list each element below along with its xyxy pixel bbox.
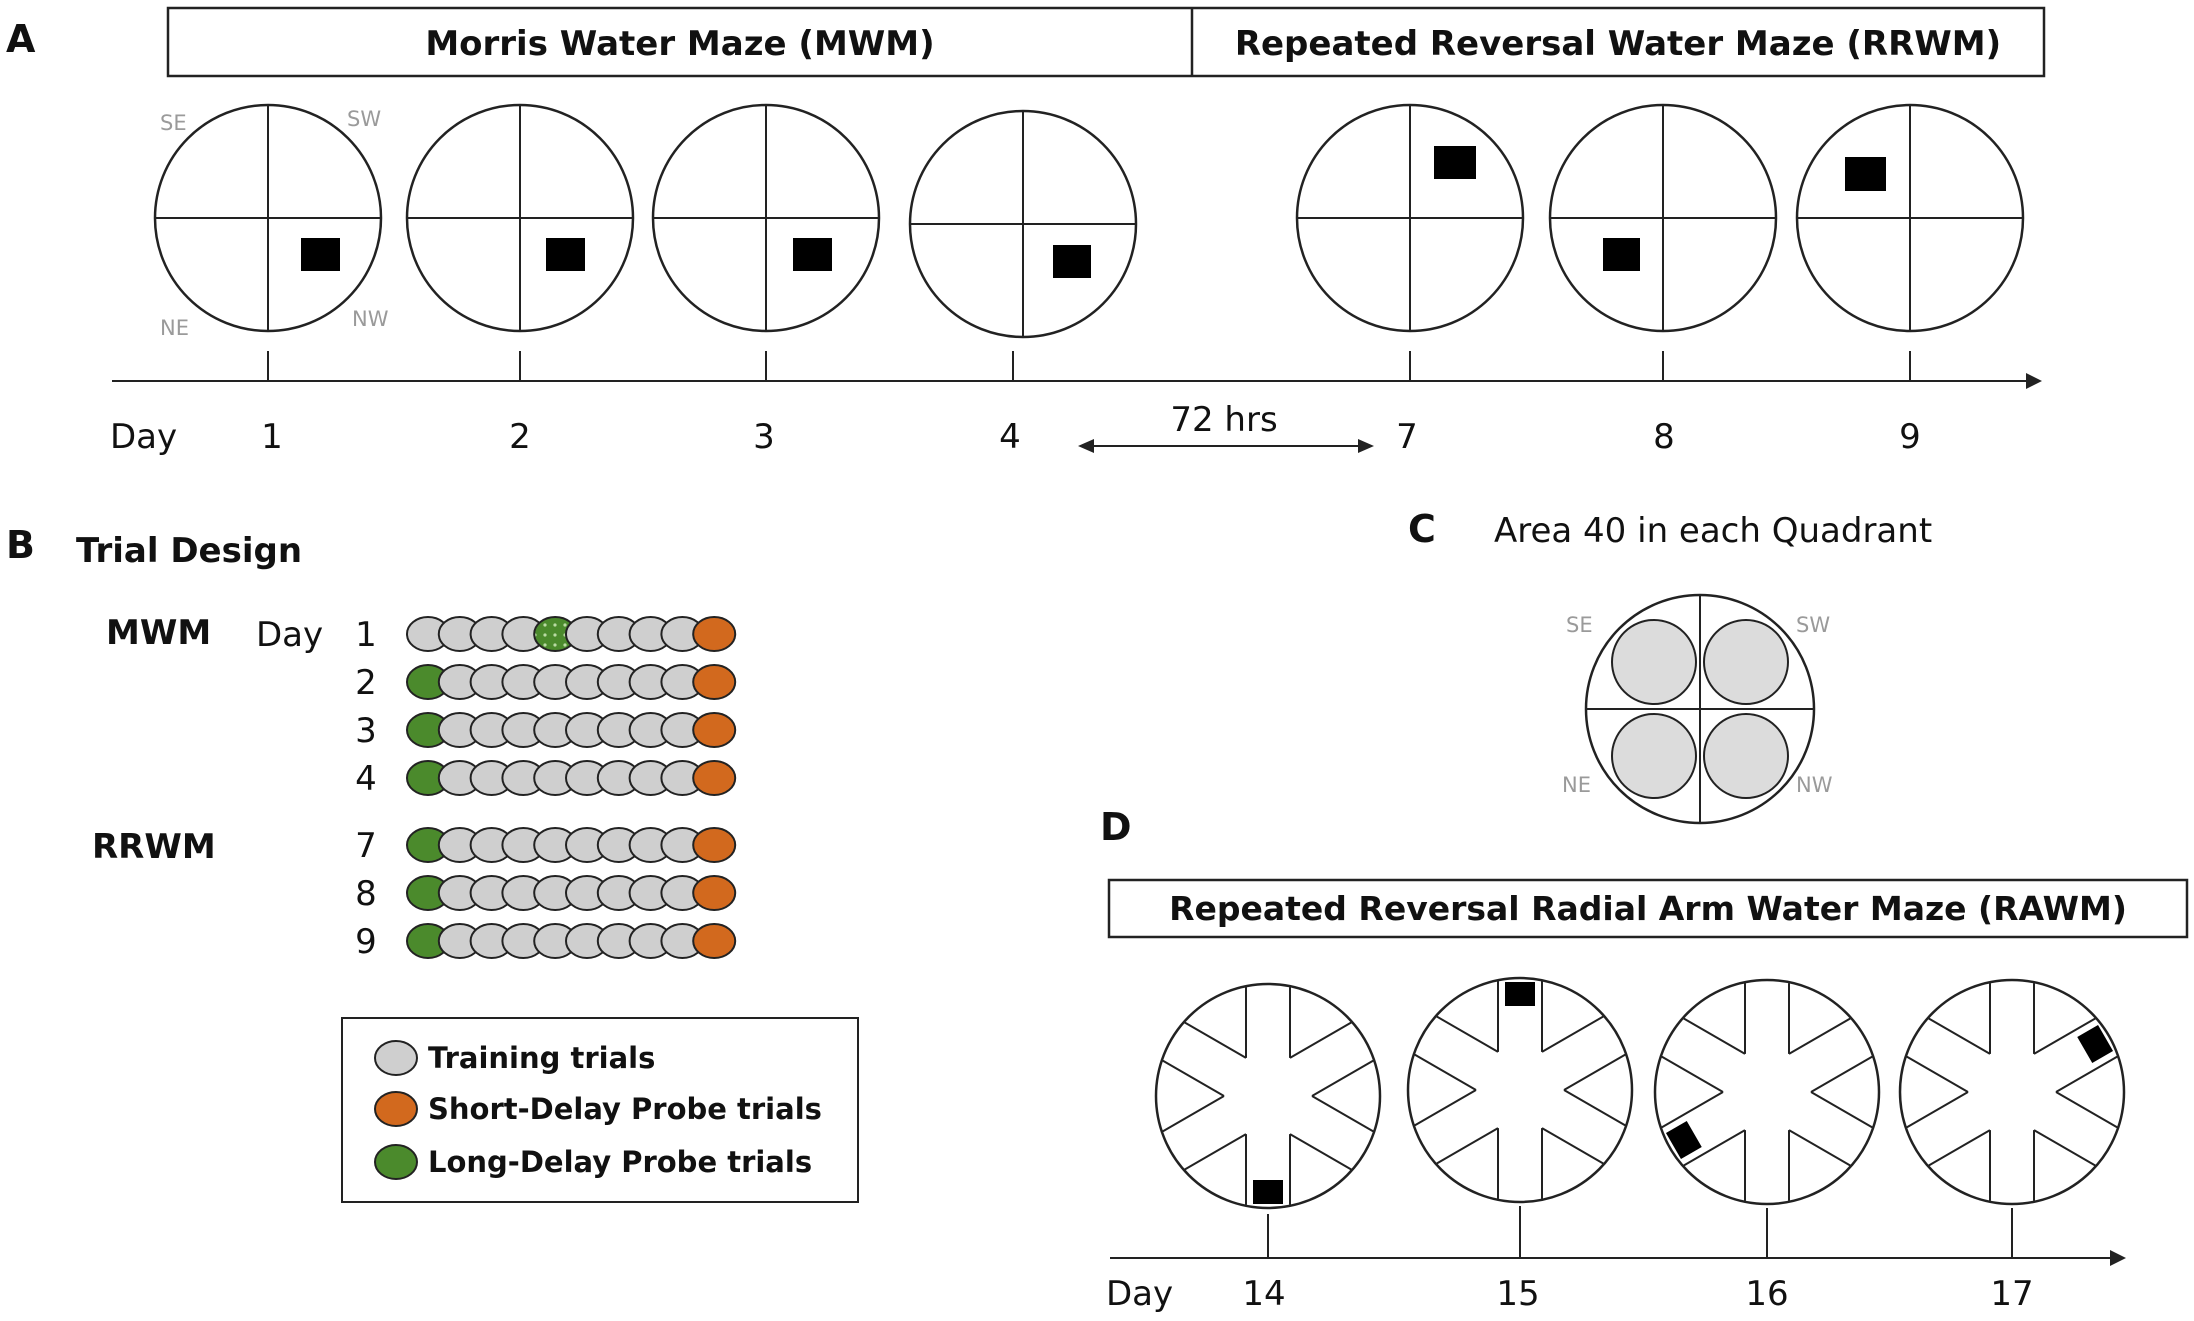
day-tick-label: 15 [1496,1274,1539,1314]
trial-row [406,616,737,652]
trial-day-label: 9 [355,922,377,962]
compass-nw-label: NW [1796,773,1833,797]
radial-arm-pool [1154,982,1382,1210]
compass-ne-label: NE [1562,773,1591,797]
platform [2077,1025,2114,1063]
trial-row [406,923,737,959]
radial-arm-pool [1406,976,1634,1204]
short-delay-probe-trial [692,712,737,748]
legend-long-label: Long-Delay Probe trials [428,1145,812,1179]
trial-day-label: 8 [355,874,377,914]
legend-swatch-training [374,1040,418,1076]
mwm-row-label: MWM [106,613,211,653]
pool-day-3 [651,103,881,333]
rrwm-row-label: RRWM [92,827,216,867]
trial-day-label: 2 [355,663,377,703]
day-tick-label: 9 [1899,417,1921,457]
pool-day-1 [153,103,383,333]
day-tick-label: 17 [1990,1274,2033,1314]
day-tick-label: 2 [509,417,531,457]
short-delay-probe-trial [692,760,737,796]
trial-row [406,760,737,796]
day-tick-label: 8 [1653,417,1675,457]
pool-day-9 [1795,103,2025,333]
area-40-zone [1611,713,1697,799]
compass-sw-label: SW [347,107,381,131]
header-box [166,6,2046,78]
day-tick-label: 3 [753,417,775,457]
platform [301,238,340,271]
pool-day-7 [1295,103,1525,333]
pool-day-8 [1548,103,1778,333]
trial-rows [406,616,737,959]
timeline-a [112,351,2042,389]
area-40-zone [1703,713,1789,799]
day-word-label: Day [256,615,323,655]
legend-swatch-short [374,1091,418,1127]
trial-design-title: Trial Design [76,531,302,571]
panel-b-letter: B [6,523,35,567]
panel-c-letter: C [1408,507,1436,551]
legend-box [341,1017,859,1203]
rawm-header-box [1107,878,2189,939]
day-tick-label: 4 [999,417,1021,457]
radial-arm-pool [1898,978,2126,1206]
timeline-d-axis-label: Day [1106,1274,1173,1314]
short-delay-probe-trial [692,827,737,863]
area-40-zone [1611,619,1697,705]
trial-day-label: 4 [355,759,377,799]
platform [1053,245,1091,278]
trial-day-label: 3 [355,711,377,751]
short-delay-probe-trial [692,875,737,911]
timeline-d [1110,1206,2126,1266]
short-delay-probe-trial [692,923,737,959]
platform [546,238,585,271]
trial-legend: Training trials Short-Delay Probe trials… [341,1017,859,1203]
quadrant-pool [1584,593,1816,825]
rrwm-title: Repeated Reversal Water Maze (RRWM) [1235,24,2001,64]
trial-row [406,827,737,863]
platform [1665,1121,1702,1159]
gap-label: 72 hrs [1170,400,1277,440]
platform [1505,982,1535,1006]
trial-row [406,712,737,748]
mwm-title: Morris Water Maze (MWM) [425,24,934,64]
trial-day-label: 1 [355,615,377,655]
panel-a-letter: A [6,17,36,61]
compass-ne-label: NE [160,316,189,340]
trial-row [406,875,737,911]
panel-c-title: Area 40 in each Quadrant [1494,511,1932,551]
panel-a-header: Morris Water Maze (MWM) Repeated Reversa… [166,6,2046,78]
trial-day-label: 7 [355,826,377,866]
pool-day-2 [405,103,635,333]
platform [1603,238,1640,271]
compass-se-label: SE [160,111,187,135]
day-tick-label: 16 [1745,1274,1788,1314]
trial-row [406,664,737,700]
day-tick-label: 7 [1396,417,1418,457]
legend-short-label: Short-Delay Probe trials [428,1092,822,1126]
platform [793,238,832,271]
pool-day-4 [908,109,1138,339]
compass-nw-label: NW [352,307,389,331]
platform [1845,157,1886,191]
area-40-zone [1703,619,1789,705]
timeline-a-axis-label: Day [110,417,177,457]
short-delay-probe-trial [692,616,737,652]
radial-arm-pool [1653,978,1881,1206]
day-tick-label: 14 [1242,1274,1285,1314]
legend-swatch-long [374,1144,418,1180]
platform [1253,1180,1283,1204]
gap-arrow [1078,439,1374,453]
rawm-pools [1154,976,2126,1210]
panel-d-letter: D [1100,805,1132,849]
day-tick-label: 1 [261,417,283,457]
legend-training-label: Training trials [428,1041,655,1075]
rawm-title: Repeated Reversal Radial Arm Water Maze … [1169,889,2127,928]
compass-sw-label: SW [1796,613,1830,637]
platform [1434,146,1476,179]
compass-se-label: SE [1566,613,1593,637]
short-delay-probe-trial [692,664,737,700]
